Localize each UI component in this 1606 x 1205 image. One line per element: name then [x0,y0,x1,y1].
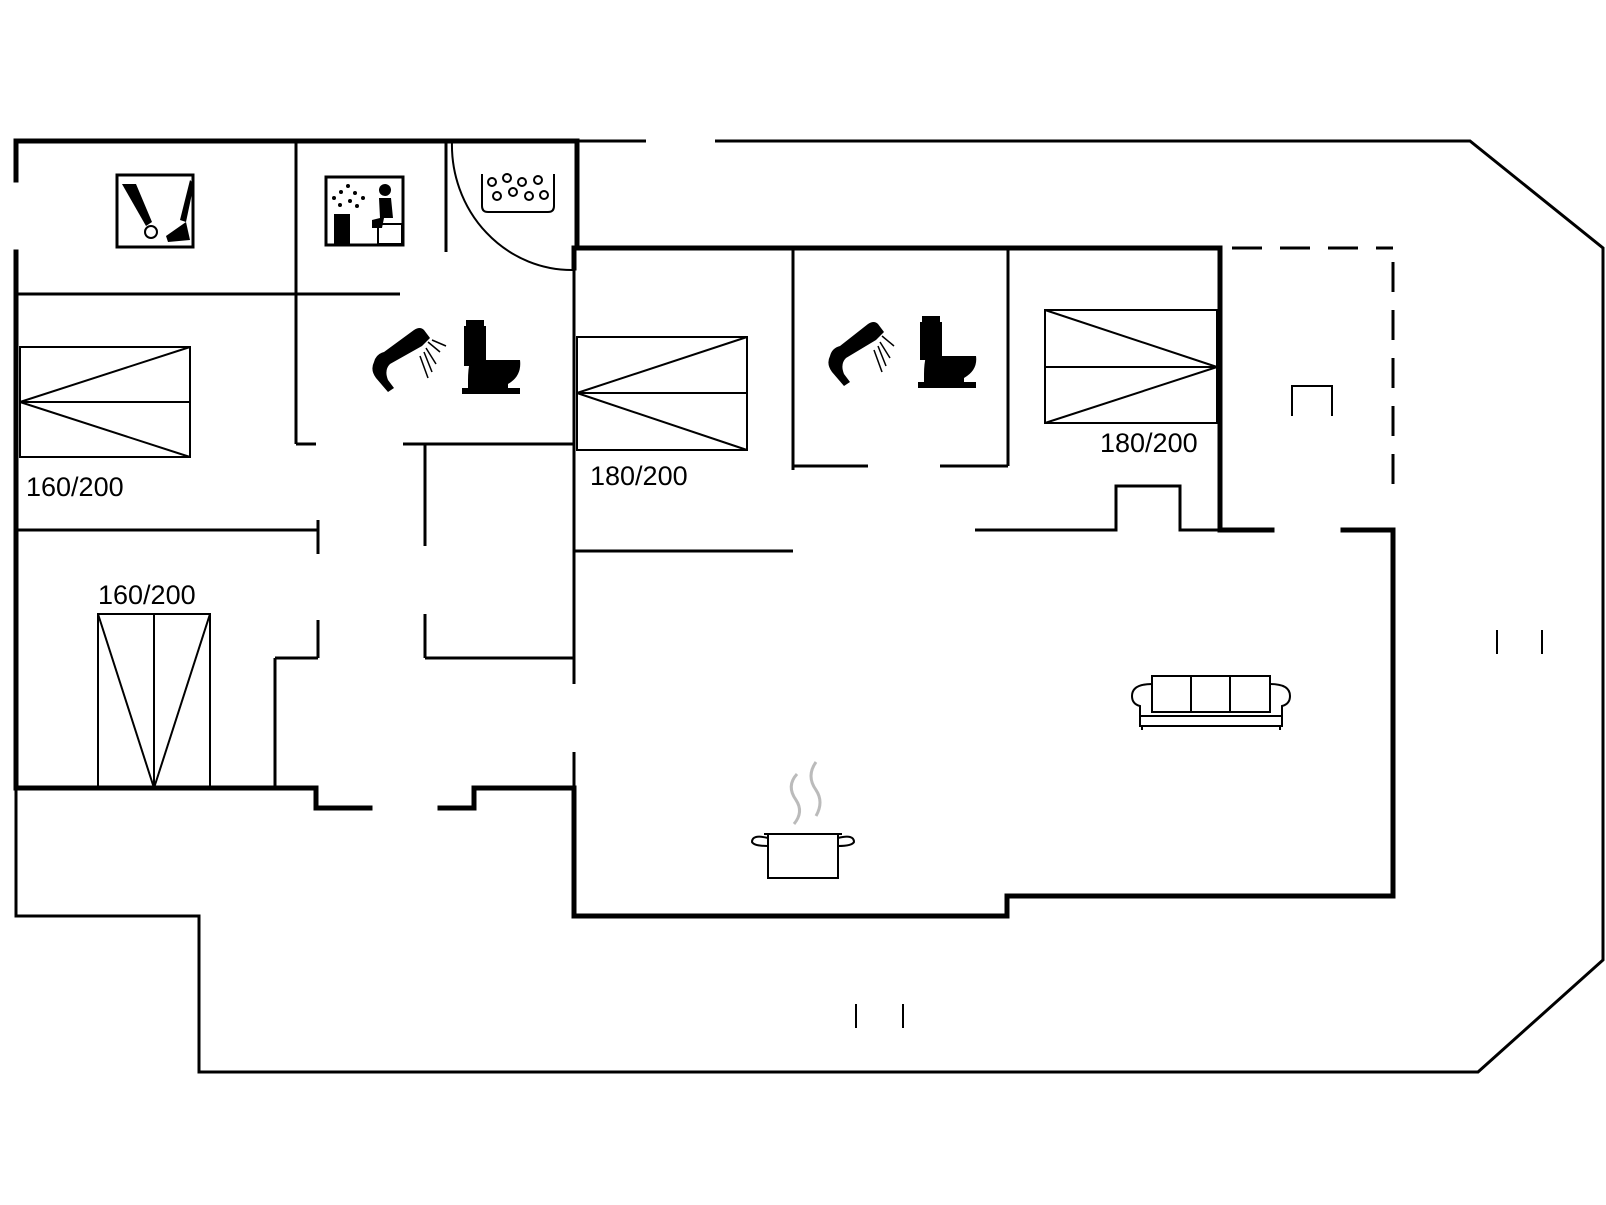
bed-size-label: 180/200 [590,461,688,491]
door-swing [450,140,575,272]
bed-size-label: 160/200 [26,472,124,502]
interior-walls [16,141,1395,788]
bed-vertical [97,613,211,789]
sofa-icon [1130,675,1292,730]
utility-room-icon [115,173,195,249]
bed-horizontal-3 [1044,309,1218,424]
toilet-icon [462,320,521,394]
bed-size-label: 180/200 [1100,428,1198,458]
sauna-icon [324,175,405,247]
terrace-marks [855,630,1543,1028]
cooking-pot-icon [750,761,856,879]
toilet-icon [918,316,977,388]
bed-horizontal-1 [19,346,191,458]
fireplace-icon [1291,385,1333,416]
whirlpool-icon [481,173,555,213]
terrace-outline [14,139,1605,1074]
shower-icon [828,322,895,386]
bed-horizontal-2 [576,336,748,451]
shower-icon [372,328,447,392]
bed-size-label: 160/200 [98,580,196,610]
